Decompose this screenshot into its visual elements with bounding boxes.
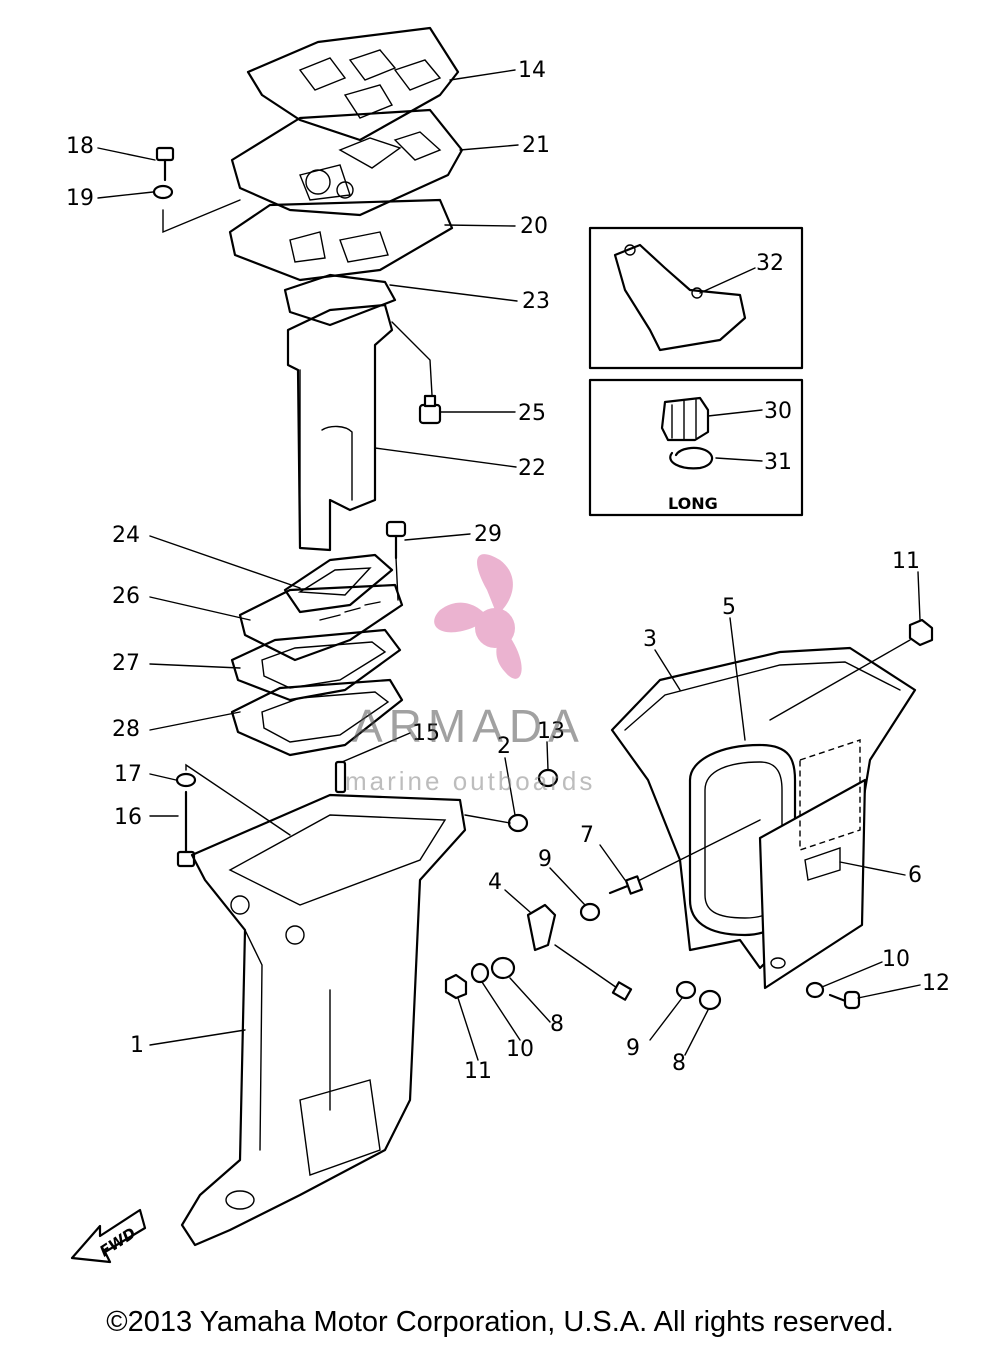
inset-box-32 [588,226,804,370]
callout-9-bottom: 9 [626,1036,640,1061]
callout-numbers: 14 21 20 23 25 22 18 19 29 24 26 27 28 1… [66,58,950,1084]
watermark: ARMADA marine outboards [345,700,595,796]
callout-5: 5 [722,595,736,620]
callout-18: 18 [66,134,94,159]
watermark-brand: ARMADA [352,700,585,752]
armada-logo-icon [434,554,522,679]
callout-20: 20 [520,214,548,239]
callout-15: 15 [412,721,440,746]
part-29-bolt [385,520,407,601]
callout-1: 1 [130,1033,144,1058]
inset-long-label: LONG [668,494,718,513]
callout-4: 4 [488,870,502,895]
callout-29: 29 [474,522,502,547]
part-9-grommet-a [579,902,601,922]
part-19-washer [152,184,241,234]
callout-11-top: 11 [892,549,920,574]
callout-6: 6 [908,863,922,888]
callout-3: 3 [643,627,657,652]
callout-19: 19 [66,186,94,211]
part-11-nut-bottom [444,973,468,1000]
part-26-mount-plate [238,583,404,662]
part-27-gasket [230,628,402,702]
copyright-notice: ©2013 Yamaha Motor Corporation, U.S.A. A… [106,1306,894,1338]
callout-25: 25 [518,401,546,426]
callout-11-bottom: 11 [464,1059,492,1084]
callout-2: 2 [497,734,511,759]
part-25-nut [418,394,442,425]
callout-27: 27 [112,651,140,676]
part-23-gasket [283,273,397,327]
part-2-grommet [464,813,529,833]
part-11-nut-top [769,618,934,721]
callout-21: 21 [522,133,550,158]
part-8-collar-b [698,989,722,1011]
callout-13: 13 [537,719,565,744]
leader-lines [97,69,921,1061]
callout-31: 31 [764,450,792,475]
part-9-grommet-b [675,980,697,1000]
callout-32: 32 [756,251,784,276]
callout-10-left: 10 [506,1037,534,1062]
callout-12: 12 [922,971,950,996]
part-24-seal [283,553,394,614]
watermark-tagline: marine outboards [345,766,595,796]
part-12-bolt [828,990,861,1010]
part-18-bolt [155,146,175,182]
fwd-arrow-icon: FWD [70,1208,147,1264]
callout-16: 16 [114,805,142,830]
callout-9-top: 9 [538,847,552,872]
callout-14: 14 [518,58,546,83]
part-21-plate [230,108,464,217]
callout-26: 26 [112,584,140,609]
part-1-upper-casing [180,793,467,1247]
part-22-exhaust-tube [286,303,433,552]
inset-box-long [588,378,804,517]
part-4-bracket [526,903,633,1001]
callout-8-left: 8 [550,1012,564,1037]
part-6-damper-plate [758,739,867,990]
callout-24: 24 [112,523,140,548]
callout-7: 7 [580,823,594,848]
callout-17: 17 [114,762,142,787]
part-28-gasket [230,678,404,757]
part-7-bolt [608,819,761,895]
callout-30: 30 [764,399,792,424]
callout-28: 28 [112,717,140,742]
callout-10-right: 10 [882,947,910,972]
callout-22: 22 [518,456,546,481]
part-14-gasket [246,26,460,142]
part-10-washer-a [470,962,490,984]
part-20-gasket [228,198,454,282]
callout-23: 23 [522,289,550,314]
part-10-washer-b [805,981,825,999]
callout-8-right: 8 [672,1051,686,1076]
part-17-washer [175,763,291,836]
part-8-collar-a [490,956,516,980]
part-15-pin [334,760,347,794]
